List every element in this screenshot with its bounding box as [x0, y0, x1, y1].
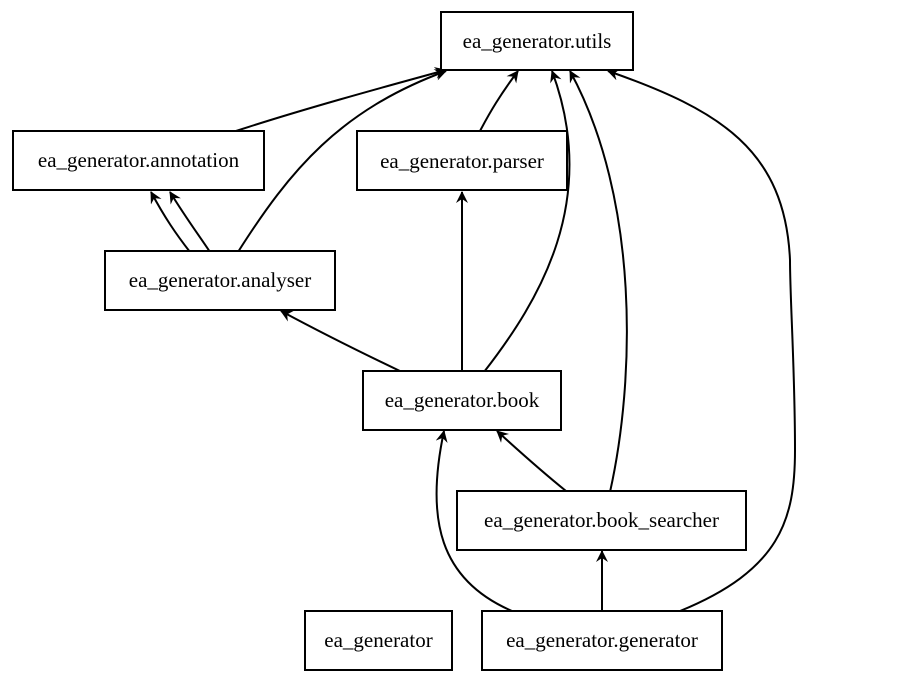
node-book-searcher[interactable]: ea_generator.book_searcher — [456, 490, 747, 551]
node-parser[interactable]: ea_generator.parser — [356, 130, 568, 191]
edge-annotation-to-utils — [235, 67, 447, 132]
node-box — [304, 610, 453, 671]
node-label: ea_generator.parser — [380, 149, 544, 173]
node-annotation[interactable]: ea_generator.annotation — [12, 130, 265, 191]
node-box — [481, 610, 723, 671]
edge-parser-to-utils — [479, 70, 519, 132]
node-box — [356, 130, 568, 191]
edge-book-searcher-to-utils — [569, 70, 628, 493]
node-analyser[interactable]: ea_generator.analyser — [104, 250, 336, 311]
node-label: ea_generator — [324, 628, 432, 652]
edge-book-to-analyser — [280, 310, 403, 373]
node-box — [456, 490, 747, 551]
edge-book-to-utils — [483, 70, 571, 373]
node-box — [362, 370, 562, 431]
node-box — [440, 11, 634, 71]
node-utils[interactable]: ea_generator.utils — [440, 11, 634, 71]
node-label: ea_generator.annotation — [38, 148, 240, 172]
node-label: ea_generator.analyser — [129, 268, 311, 292]
edge-analyser-to-utils — [237, 69, 447, 253]
node-box — [104, 250, 336, 311]
node-label: ea_generator.generator — [506, 628, 698, 652]
edge-generator-to-utils — [607, 68, 797, 612]
node-generator[interactable]: ea_generator.generator — [481, 610, 723, 671]
node-book[interactable]: ea_generator.book — [362, 370, 562, 431]
node-label: ea_generator.book_searcher — [484, 508, 719, 532]
edge-analyser-to-annotation-1 — [150, 191, 191, 253]
edge-generator-to-book — [435, 430, 513, 612]
edge-book-searcher-to-book — [496, 430, 567, 492]
node-root[interactable]: ea_generator — [304, 610, 453, 671]
node-label: ea_generator.utils — [463, 29, 612, 53]
node-box — [12, 130, 265, 191]
node-label: ea_generator.book — [385, 388, 540, 412]
edges — [150, 67, 797, 612]
edge-analyser-to-annotation-2 — [169, 191, 211, 253]
